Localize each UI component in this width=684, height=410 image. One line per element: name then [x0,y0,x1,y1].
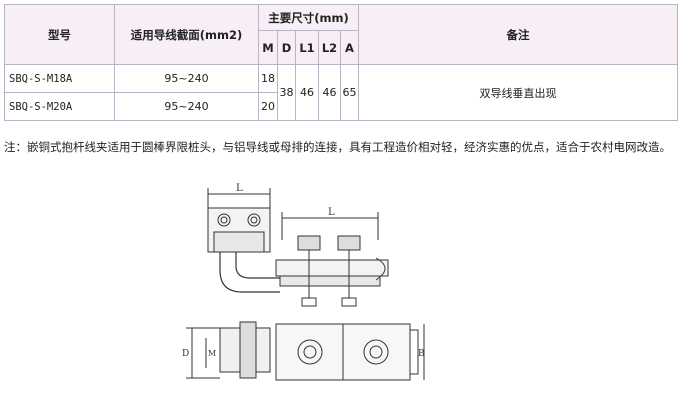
cell-a: 65 [340,64,359,121]
header-remarks: 备注 [358,4,678,65]
cell-section: 95~240 [114,92,259,121]
cell-m: 18 [258,64,278,93]
header-dim-l1: L1 [295,30,319,65]
header-dim-d: D [277,30,296,65]
header-section: 适用导线截面(mm2) [114,4,259,65]
cell-l2: 46 [318,64,341,121]
cell-model: SBQ-S-M20A [4,92,115,121]
label-l-top: L [236,183,243,194]
cell-l1: 46 [295,64,319,121]
cell-m: 20 [258,92,278,121]
table-row: SBQ-S-M20A 95~240 20 [4,92,678,121]
header-dimensions: 主要尺寸(mm) [258,4,359,31]
header-dim-a: A [340,30,359,65]
header-dim-m: M [258,30,278,65]
clamp-technical-drawing: L L D M B [182,183,425,381]
spec-table: 型号 适用导线截面(mm2) 主要尺寸(mm) 备注 M D L1 L2 A S… [4,4,678,121]
cell-remark: 双导线垂直出现 [358,64,678,121]
header-dim-l2: L2 [318,30,341,65]
cell-model: SBQ-S-M18A [4,64,115,93]
label-m: M [208,349,216,358]
cell-d: 38 [277,64,296,121]
label-d: D [182,349,189,359]
label-l-side: L [328,207,335,218]
note-text: 注：嵌铜式抱杆线夹适用于圆棒界限桩头，与铝导线或母排的连接，具有工程造价相对轻，… [4,140,671,154]
label-b: B [418,349,425,359]
cell-section: 95~240 [114,64,259,93]
table-row: SBQ-S-M18A 95~240 18 38 46 46 65 双导线垂直出现 [4,64,678,121]
header-model: 型号 [4,4,115,65]
